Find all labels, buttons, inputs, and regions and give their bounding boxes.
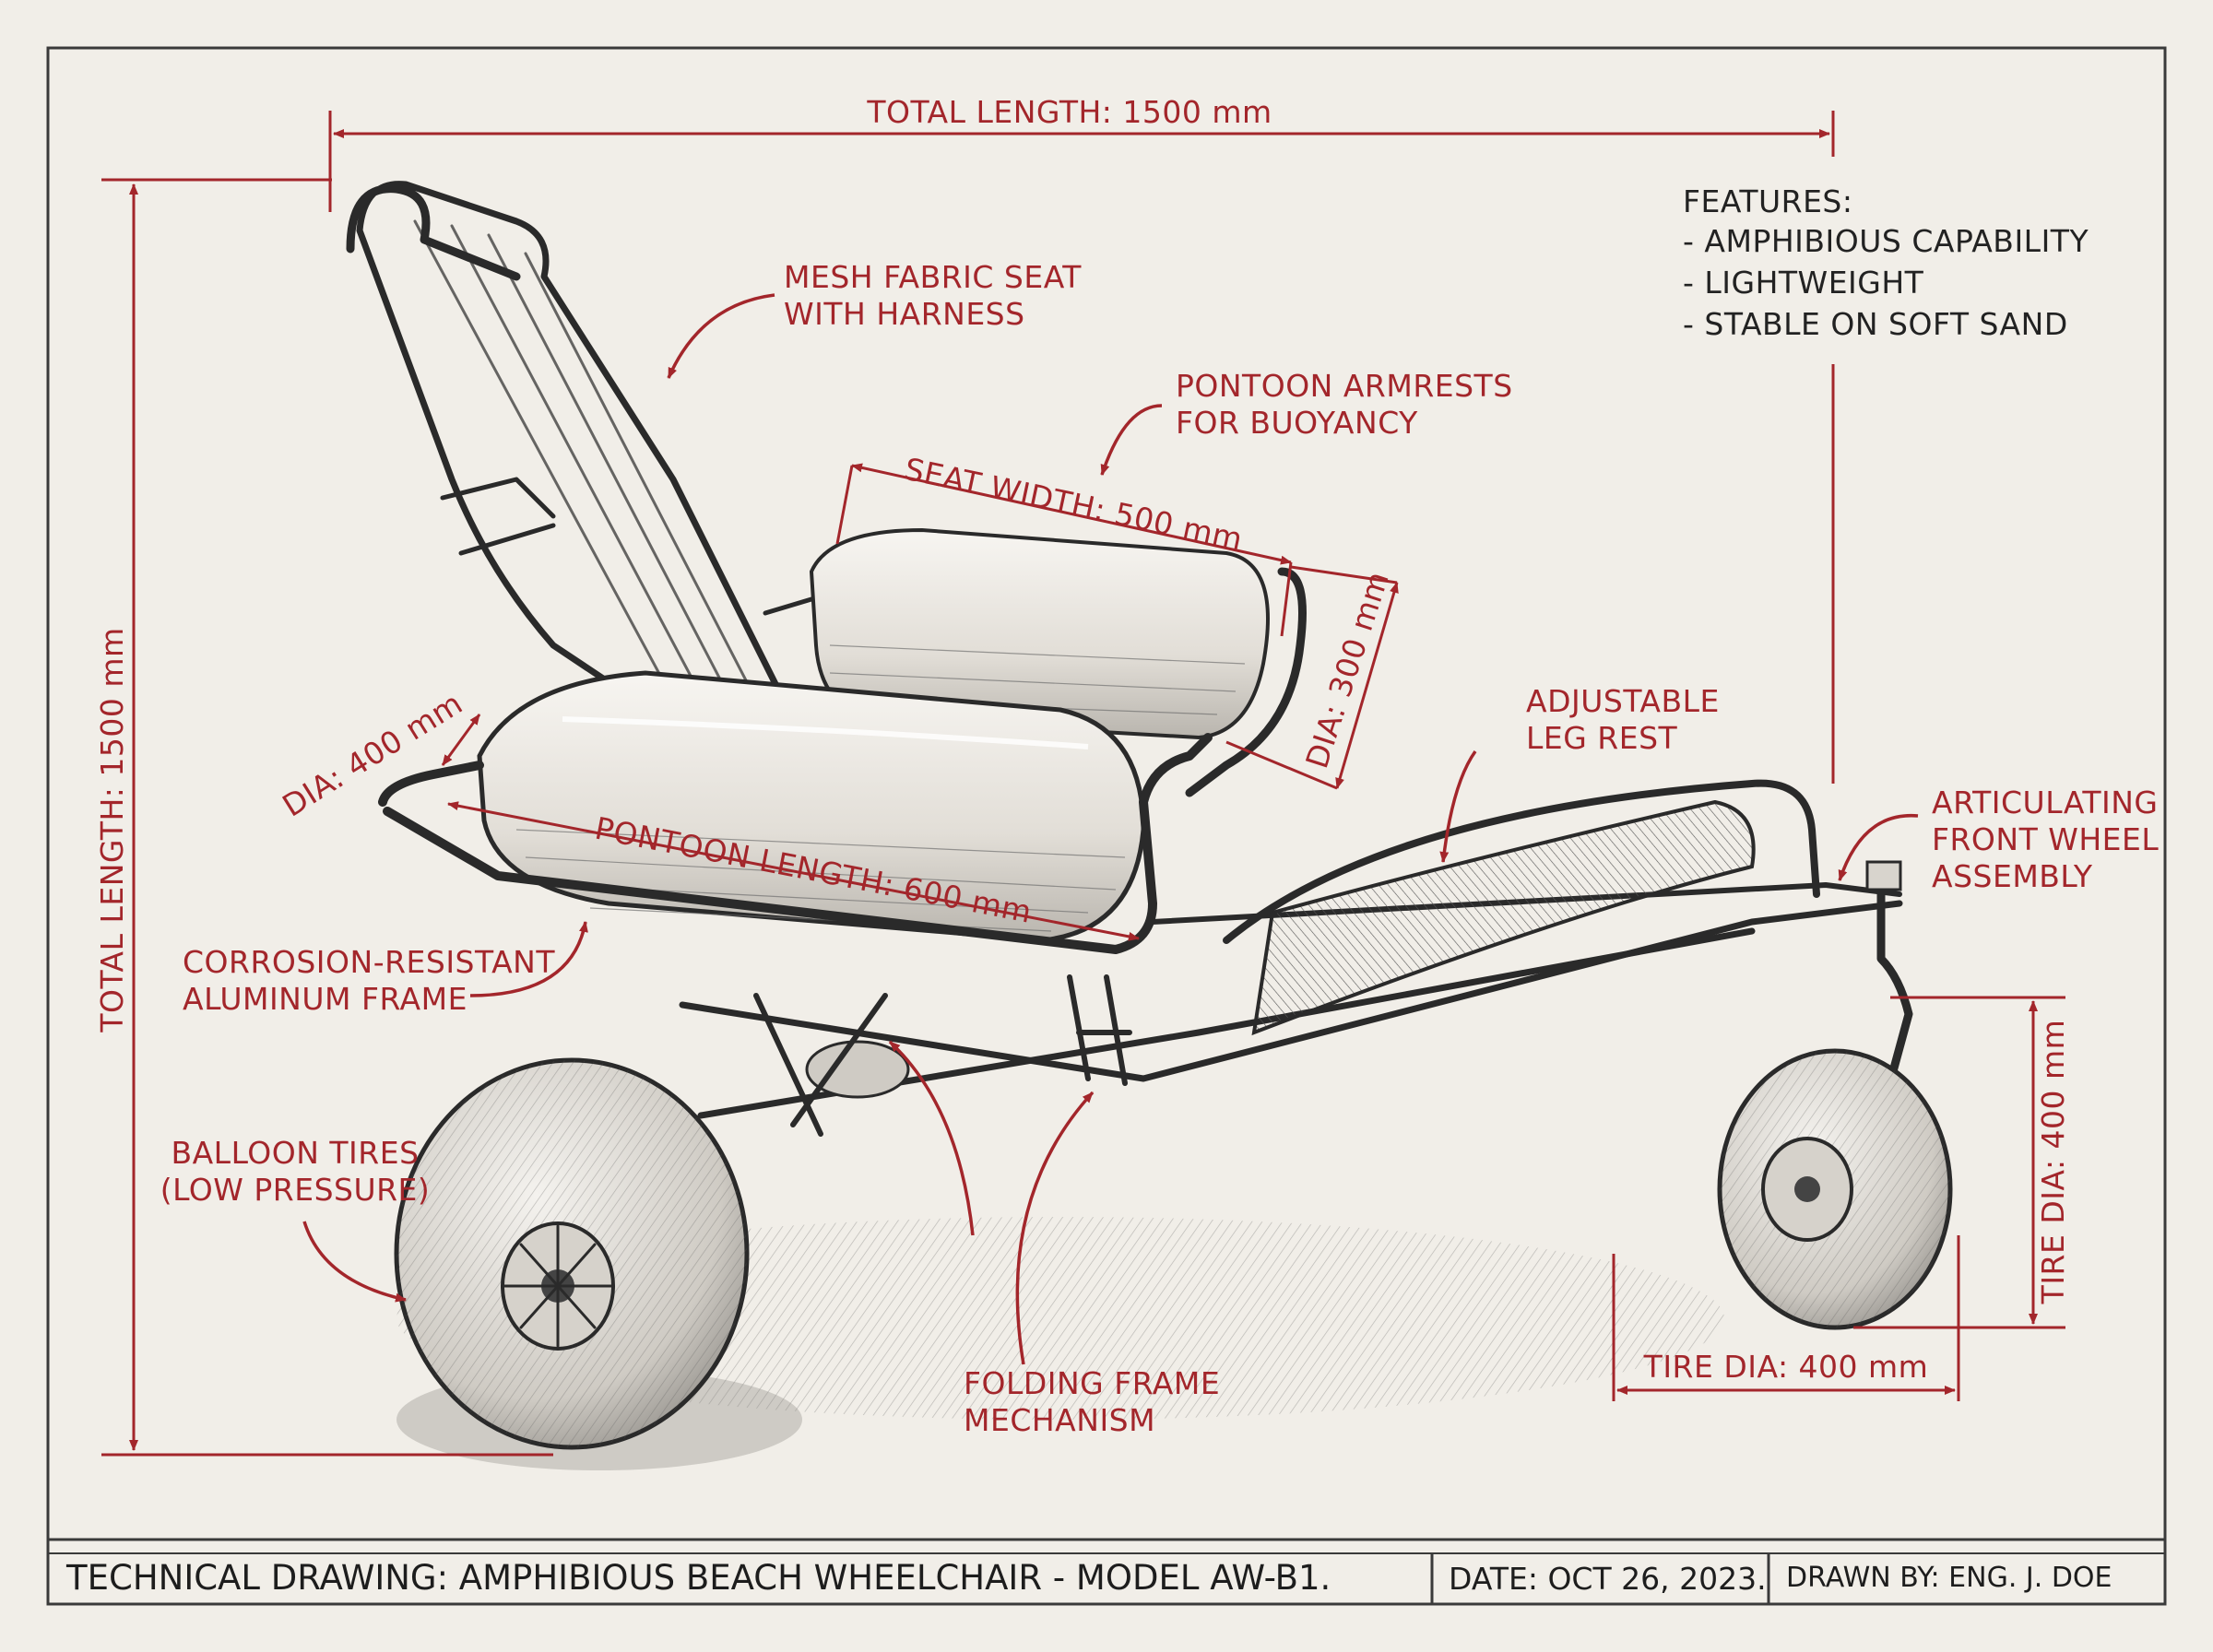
total-length-side-label: TOTAL LENGTH: 1500 mm [94, 627, 130, 1032]
wheelchair-sketch [346, 181, 1953, 1470]
dimension-lines [101, 111, 2065, 1457]
svg-text:WITH HARNESS: WITH HARNESS [784, 296, 1025, 332]
svg-text:ASSEMBLY: ASSEMBLY [1932, 858, 2093, 894]
callout-folding: FOLDING FRAME MECHANISM [964, 1365, 1220, 1438]
svg-text:PONTOON ARMRESTS: PONTOON ARMRESTS [1176, 368, 1513, 404]
left-pontoon [477, 670, 1146, 943]
callout-leaders [302, 293, 1919, 1365]
folding-hub [805, 1040, 910, 1099]
svg-text:FOR BUOYANCY: FOR BUOYANCY [1176, 405, 1418, 441]
svg-text:ADJUSTABLE: ADJUSTABLE [1526, 683, 1720, 719]
right-armrest-tube [1185, 567, 1307, 797]
svg-text:BALLOON TIRES: BALLOON TIRES [171, 1135, 419, 1171]
pontoon-dia-right-label: DIA: 300 mm [1298, 567, 1396, 773]
feature-item: - AMPHIBIOUS CAPABILITY [1683, 223, 2089, 259]
callout-front-wheel: ARTICULATING FRONT WHEEL ASSEMBLY [1932, 785, 2159, 894]
backrest-mesh [356, 181, 787, 723]
rear-balloon-tire [394, 1057, 750, 1450]
svg-text:(LOW PRESSURE): (LOW PRESSURE) [160, 1172, 431, 1208]
title-block-drawn-by: DRAWN BY: ENG. J. DOE [1786, 1562, 2112, 1594]
front-hinge [1865, 860, 1902, 891]
callout-mesh-seat: MESH FABRIC SEAT WITH HARNESS [784, 259, 1082, 332]
svg-text:MESH FABRIC SEAT: MESH FABRIC SEAT [784, 259, 1082, 295]
tire-dia-side-label: TIRE DIA: 400 mm [2035, 1020, 2071, 1305]
callout-frame: CORROSION-RESISTANT ALUMINUM FRAME [183, 944, 555, 1017]
harness-straps [440, 477, 556, 556]
leg-rest-frame [1223, 779, 1820, 944]
front-balloon-tire [1717, 1048, 1953, 1330]
title-block-title: TECHNICAL DRAWING: AMPHIBIOUS BEACH WHEE… [65, 1558, 1331, 1598]
svg-text:ALUMINUM FRAME: ALUMINUM FRAME [183, 981, 467, 1017]
features-heading: FEATURES: [1683, 183, 1853, 219]
pontoon-dia-left-label: DIA: 400 mm [276, 685, 468, 824]
feature-item: - STABLE ON SOFT SAND [1683, 306, 2068, 342]
callout-tires: BALLOON TIRES (LOW PRESSURE) [160, 1135, 431, 1208]
total-length-top-label: TOTAL LENGTH: 1500 mm [866, 94, 1272, 130]
cross-brace [753, 993, 888, 1137]
folding-joint [1067, 974, 1132, 1086]
svg-text:FOLDING FRAME: FOLDING FRAME [964, 1365, 1220, 1401]
leg-rest [1251, 799, 1756, 1036]
backrest-handle [346, 184, 521, 281]
svg-text:ARTICULATING: ARTICULATING [1932, 785, 2159, 820]
svg-text:FRONT WHEEL: FRONT WHEEL [1932, 821, 2159, 857]
features-list: FEATURES: - AMPHIBIOUS CAPABILITY - LIGH… [1683, 183, 2089, 342]
svg-text:MECHANISM: MECHANISM [964, 1402, 1155, 1438]
callout-leg-rest: ADJUSTABLE LEG REST [1526, 683, 1720, 756]
lower-frame-rail [679, 900, 1903, 1082]
title-block-date: DATE: OCT 26, 2023. [1449, 1561, 1767, 1597]
mesh-stripes [413, 219, 749, 684]
tire-dia-bottom-label: TIRE DIA: 400 mm [1643, 1349, 1929, 1385]
callout-pontoon-armrests: PONTOON ARMRESTS FOR BUOYANCY [1176, 368, 1513, 441]
svg-text:CORROSION-RESISTANT: CORROSION-RESISTANT [183, 944, 555, 980]
sheet-border [46, 46, 2167, 1606]
feature-item: - LIGHTWEIGHT [1683, 265, 1924, 301]
title-block: TECHNICAL DRAWING: AMPHIBIOUS BEACH WHEE… [48, 1538, 2165, 1604]
svg-text:LEG REST: LEG REST [1526, 720, 1678, 756]
left-armrest-frame [378, 733, 1213, 954]
front-fork [1849, 871, 1913, 1221]
